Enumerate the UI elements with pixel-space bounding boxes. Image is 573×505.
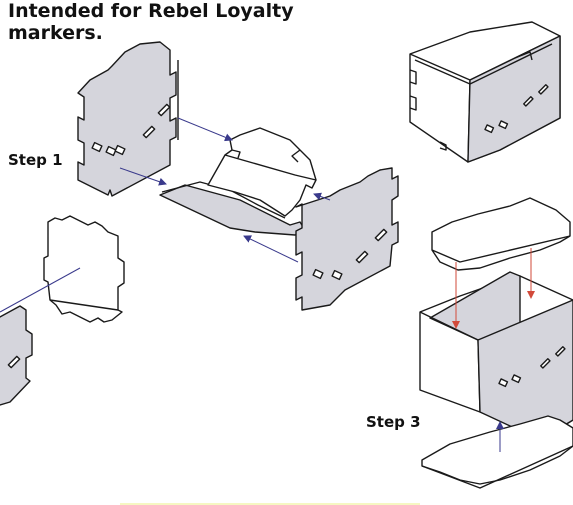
arrow-left-panel-to-back xyxy=(177,117,233,142)
step2-partial-side-panel xyxy=(0,305,33,406)
step3-lid xyxy=(431,197,571,271)
arrow-loose-panel-to-side xyxy=(0,267,81,313)
assembly-arrows xyxy=(0,117,535,452)
step3-label: Step 3 xyxy=(366,413,421,431)
arrow-right-panel-to-back xyxy=(313,192,331,201)
assembled-box xyxy=(409,21,561,163)
step3-base-plate xyxy=(421,415,573,489)
step1-center-pieces xyxy=(159,127,317,236)
arrow-left-panel-to-floor xyxy=(119,167,167,186)
caption-text: Intended for Rebel Loyalty markers. xyxy=(8,0,294,44)
step1-right-side-panel xyxy=(295,167,399,311)
highlight-bar xyxy=(120,503,420,505)
step2-loose-panel xyxy=(43,215,125,323)
step1-left-side-panel xyxy=(77,41,179,197)
step3-open-box xyxy=(419,271,573,441)
arrow-right-panel-to-floor xyxy=(243,235,299,263)
step1-label: Step 1 xyxy=(8,151,63,169)
